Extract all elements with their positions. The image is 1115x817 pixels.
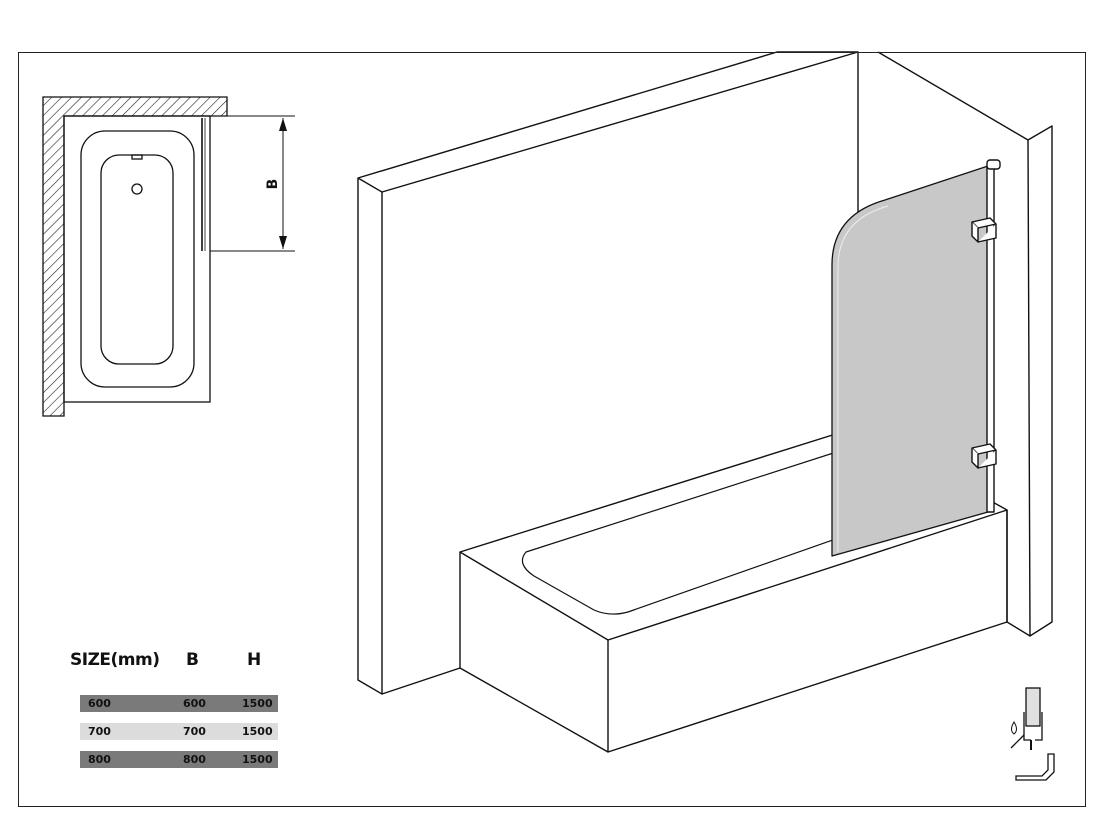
water-drain-seal-icon [1010, 687, 1055, 781]
size-cell: 600 [88, 697, 111, 710]
size-row: 700 700 1500 [80, 723, 278, 740]
size-header-b: B [186, 650, 199, 670]
size-cell: 1500 [242, 697, 273, 710]
size-cell: 800 [88, 753, 111, 766]
hinge-bottom [971, 443, 997, 469]
plan-tub-rim [80, 130, 195, 388]
plan-tub-outer [63, 115, 211, 403]
size-cell: 1500 [242, 725, 273, 738]
glass-screen-panel [831, 165, 989, 557]
size-cell: 700 [88, 725, 111, 738]
plan-drain [131, 183, 143, 195]
isometric-view [357, 51, 1053, 753]
glass-edge-highlight [837, 205, 889, 552]
tub-side-face [607, 510, 1008, 753]
size-cell: 600 [183, 697, 206, 710]
size-cell: 800 [183, 753, 206, 766]
top-view-plan [42, 96, 295, 417]
tub-front-face [459, 552, 609, 753]
wall-hatch [42, 96, 228, 417]
side-wall [877, 51, 1053, 637]
plan-overflow [131, 154, 143, 160]
dimension-label-b: B [265, 179, 281, 190]
size-header-h: H [247, 650, 261, 670]
back-wall-front-face [357, 51, 859, 193]
size-cell: 1500 [242, 753, 273, 766]
size-row: 600 600 1500 [80, 695, 278, 712]
hinge-top [971, 217, 997, 243]
plan-tub-basin [100, 154, 174, 365]
size-cell: 700 [183, 725, 206, 738]
size-row: 800 800 1500 [80, 751, 278, 768]
size-header-label: SIZE(mm) [70, 650, 160, 670]
